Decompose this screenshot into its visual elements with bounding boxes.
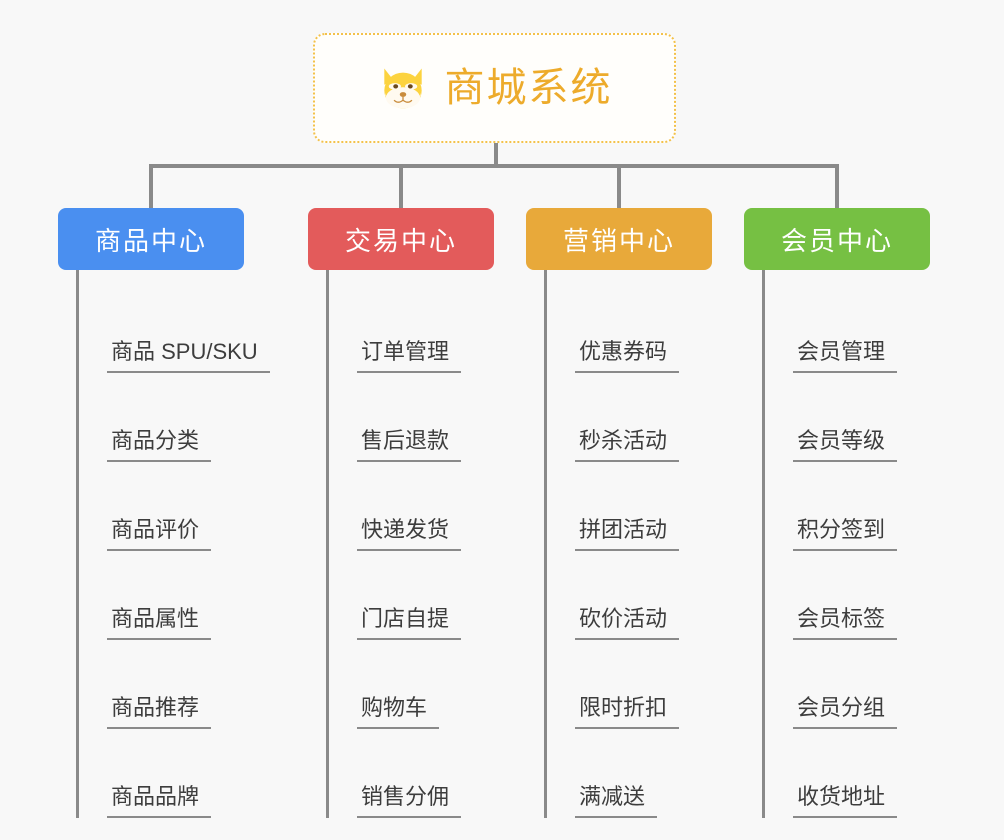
category-header-1[interactable]: 交易中心: [308, 208, 494, 270]
leaf-item-label: 订单管理: [357, 338, 462, 373]
leaf-item-label: 会员标签: [793, 605, 898, 640]
leaf-item-label: 商品 SPU/SKU: [107, 338, 270, 373]
connector-category-stub-3: [762, 270, 765, 284]
leaf-item-label: 会员等级: [793, 427, 898, 462]
leaf-item-label: 砍价活动: [575, 605, 680, 640]
shiba-dog-icon: [383, 68, 422, 109]
leaf-item[interactable]: 商品品牌: [79, 729, 270, 818]
leaf-item[interactable]: 快递发货: [329, 462, 462, 551]
connector-category-stub-1: [326, 270, 329, 284]
leaf-item[interactable]: 商品 SPU/SKU: [79, 284, 270, 373]
leaf-item[interactable]: 收货地址: [765, 729, 898, 818]
connector-drop-3: [835, 164, 839, 208]
leaf-item[interactable]: 拼团活动: [547, 462, 680, 551]
connector-horizontal-bus: [149, 164, 839, 168]
connector-drop-2: [617, 164, 621, 208]
leaf-item[interactable]: 会员等级: [765, 373, 898, 462]
leaf-item[interactable]: 会员分组: [765, 640, 898, 729]
connector-drop-0: [149, 164, 153, 208]
connector-category-stub-2: [544, 270, 547, 284]
root-title: 商城系统: [444, 66, 613, 110]
root-node[interactable]: 商城系统: [313, 33, 676, 143]
leaf-item[interactable]: 砍价活动: [547, 551, 680, 640]
leaf-item[interactable]: 商品评价: [79, 462, 270, 551]
leaf-item-label: 限时折扣: [575, 694, 680, 729]
category-column-1: 交易中心 订单管理 售后退款 快递发货 门店自提 购物车 销售分佣: [308, 208, 494, 818]
leaf-item[interactable]: 订单管理: [329, 284, 462, 373]
leaf-item-label: 商品评价: [107, 516, 212, 551]
leaf-item[interactable]: 积分签到: [765, 462, 898, 551]
leaf-item-label: 拼团活动: [575, 516, 680, 551]
leaf-list-0: 商品 SPU/SKU 商品分类 商品评价 商品属性 商品推荐 商品品牌: [76, 284, 270, 818]
connector-drop-1: [399, 164, 403, 208]
leaf-item-label: 商品品牌: [107, 783, 212, 818]
leaf-item[interactable]: 商品属性: [79, 551, 270, 640]
leaf-item-label: 商品分类: [107, 427, 212, 462]
leaf-item-label: 会员管理: [793, 338, 898, 373]
leaf-item[interactable]: 售后退款: [329, 373, 462, 462]
category-header-2[interactable]: 营销中心: [526, 208, 712, 270]
category-column-3: 会员中心 会员管理 会员等级 积分签到 会员标签 会员分组 收货地址: [744, 208, 930, 818]
leaf-item[interactable]: 满减送: [547, 729, 679, 818]
leaf-item[interactable]: 秒杀活动: [547, 373, 680, 462]
leaf-item[interactable]: 门店自提: [329, 551, 462, 640]
leaf-list-2: 优惠券码 秒杀活动 拼团活动 砍价活动 限时折扣 满减送: [544, 284, 680, 818]
leaf-item-label: 积分签到: [793, 516, 898, 551]
leaf-list-1: 订单管理 售后退款 快递发货 门店自提 购物车 销售分佣: [326, 284, 462, 818]
leaf-list-3: 会员管理 会员等级 积分签到 会员标签 会员分组 收货地址: [762, 284, 898, 818]
leaf-item[interactable]: 优惠券码: [547, 284, 680, 373]
leaf-item[interactable]: 销售分佣: [329, 729, 462, 818]
leaf-item-label: 门店自提: [357, 605, 462, 640]
leaf-item-label: 收货地址: [793, 783, 898, 818]
leaf-item[interactable]: 商品分类: [79, 373, 270, 462]
category-header-0[interactable]: 商品中心: [58, 208, 244, 270]
leaf-item-label: 优惠券码: [575, 338, 680, 373]
leaf-item[interactable]: 购物车: [329, 640, 461, 729]
leaf-item-label: 销售分佣: [357, 783, 462, 818]
leaf-item-label: 购物车: [357, 694, 440, 729]
leaf-item-label: 售后退款: [357, 427, 462, 462]
leaf-item-label: 快递发货: [357, 516, 462, 551]
connector-category-stub-0: [76, 270, 79, 284]
leaf-item[interactable]: 会员标签: [765, 551, 898, 640]
category-column-0: 商品中心 商品 SPU/SKU 商品分类 商品评价 商品属性 商品推荐 商品品牌: [58, 208, 270, 818]
leaf-item-label: 会员分组: [793, 694, 898, 729]
leaf-item[interactable]: 会员管理: [765, 284, 898, 373]
leaf-item-label: 满减送: [575, 783, 658, 818]
leaf-item-label: 商品属性: [107, 605, 212, 640]
category-column-2: 营销中心 优惠券码 秒杀活动 拼团活动 砍价活动 限时折扣 满减送: [526, 208, 712, 818]
leaf-item[interactable]: 商品推荐: [79, 640, 270, 729]
leaf-item-label: 秒杀活动: [575, 427, 680, 462]
connector-root-vertical: [494, 143, 498, 166]
category-header-3[interactable]: 会员中心: [744, 208, 930, 270]
leaf-item-label: 商品推荐: [107, 694, 212, 729]
leaf-item[interactable]: 限时折扣: [547, 640, 680, 729]
